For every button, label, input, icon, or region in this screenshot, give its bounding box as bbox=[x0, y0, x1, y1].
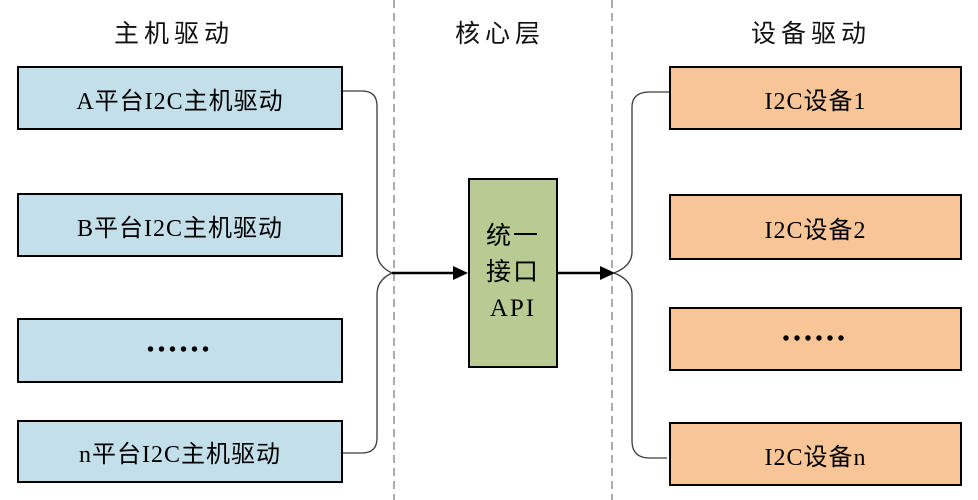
host-to-core-arrow-head bbox=[453, 266, 468, 280]
device-driver-box-2: I2C设备2 bbox=[669, 194, 962, 260]
core-api-line-3: API bbox=[489, 295, 537, 322]
device-driver-ellipsis-label: •••••• bbox=[782, 327, 849, 350]
core-api-box: 统一 接口 API bbox=[468, 178, 558, 368]
host-driver-ellipsis-label: •••••• bbox=[146, 339, 213, 361]
host-driver-box-a: A平台I2C主机驱动 bbox=[17, 66, 343, 130]
device-driver-box-n-label: I2C设备n bbox=[764, 444, 867, 471]
host-brace-connector bbox=[343, 90, 394, 454]
device-driver-box-2-label: I2C设备2 bbox=[764, 217, 867, 244]
core-to-device-arrow-head bbox=[600, 266, 615, 280]
device-brace-connector bbox=[612, 91, 669, 459]
host-driver-box-n-label: n平台I2C主机驱动 bbox=[79, 442, 281, 468]
host-driver-box-b: B平台I2C主机驱动 bbox=[17, 193, 343, 257]
host-driver-box-a-label: A平台I2C主机驱动 bbox=[76, 88, 284, 115]
device-driver-box-1: I2C设备1 bbox=[669, 66, 962, 130]
host-driver-box-b-label: B平台I2C主机驱动 bbox=[76, 215, 283, 242]
host-driver-box-n: n平台I2C主机驱动 bbox=[17, 420, 343, 483]
core-api-line-1: 统一 bbox=[485, 223, 540, 250]
device-driver-box-n: I2C设备n bbox=[669, 422, 962, 486]
device-driver-box-1-label: I2C设备1 bbox=[764, 88, 867, 115]
core-api-line-2: 接口 bbox=[485, 259, 540, 286]
host-column-header: 主机驱动 bbox=[113, 21, 235, 48]
core-column-header: 核心层 bbox=[454, 21, 546, 48]
device-column-header: 设备驱动 bbox=[750, 21, 872, 48]
device-driver-box-ellipsis: •••••• bbox=[669, 307, 962, 371]
host-driver-box-ellipsis: •••••• bbox=[17, 318, 343, 383]
